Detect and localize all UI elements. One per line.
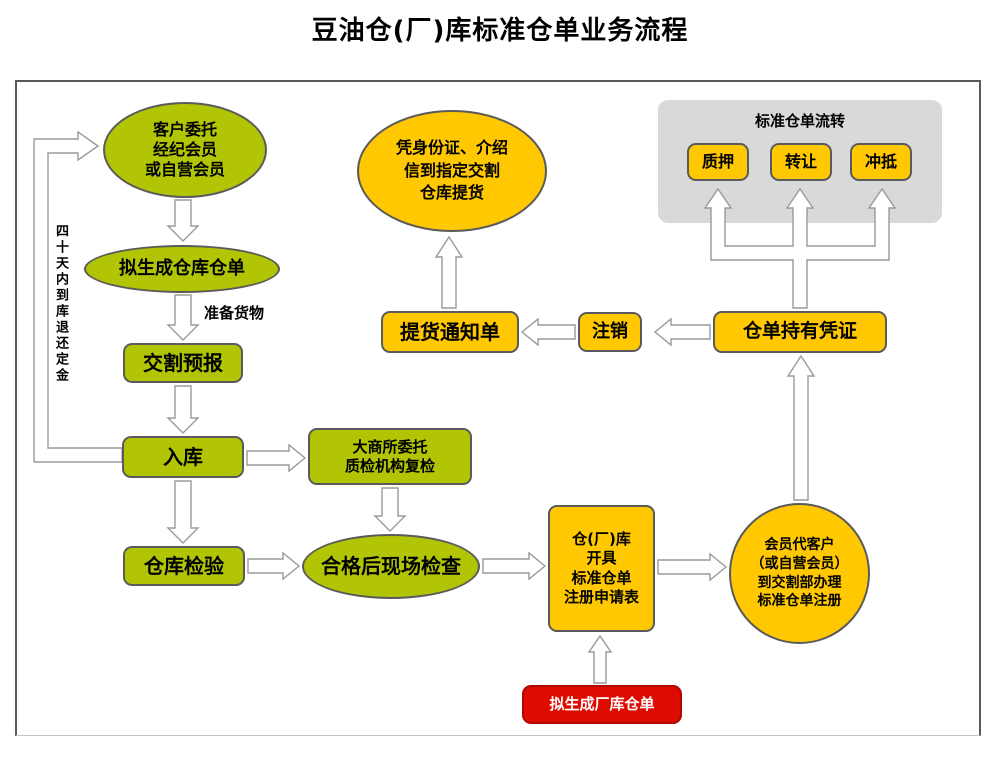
arrow-recheck-to-onsite — [373, 487, 407, 532]
node-onsite-check: 合格后现场检查 — [302, 534, 480, 599]
arrow-registration-to-member — [657, 552, 728, 582]
node-registration-form: 仓(厂)库 开具 标准仓单 注册申请表 — [548, 505, 655, 632]
node-holding-cert: 仓单持有凭证 — [713, 311, 887, 353]
node-member-register: 会员代客户 （或自营会员） 到交割部办理 标准仓单注册 — [729, 503, 870, 644]
node-pickup-goods: 凭身份证、介绍 信到指定交割 仓库提货 — [357, 110, 547, 232]
label-forty-days-note: 四十天内到库退还定金 — [53, 224, 68, 384]
node-warehouse-in: 入库 — [122, 436, 244, 478]
arrow-gen-receipt-to-forecast — [166, 294, 200, 341]
node-client-entrust: 客户委托 经纪会员 或自营会员 — [103, 102, 267, 198]
node-pledge: 质押 — [687, 143, 749, 181]
node-delivery-forecast: 交割预报 — [123, 343, 243, 383]
node-gen-warehouse-receipt: 拟生成仓库仓单 — [84, 245, 280, 293]
arrow-forecast-to-warehouse-in — [166, 385, 200, 434]
arrow-check-to-onsite — [247, 551, 301, 581]
node-warehouse-check: 仓库检验 — [123, 546, 245, 586]
diagram-title: 豆油仓(厂)库标准仓单业务流程 — [311, 16, 689, 46]
node-cancel: 注销 — [578, 312, 642, 352]
circulation-panel-title: 标准仓单流转 — [754, 112, 845, 130]
arrow-warehouse-in-to-check — [166, 480, 200, 544]
node-gen-factory-receipt: 拟生成厂库仓单 — [522, 685, 682, 724]
arrow-member-to-holding-cert — [786, 354, 816, 501]
arrow-trident-holding-cert-to-circulation — [703, 187, 897, 309]
arrow-onsite-to-registration — [482, 551, 547, 581]
arrow-pickup-notice-to-pickup-goods — [434, 235, 464, 309]
node-transfer: 转让 — [770, 143, 832, 181]
arrow-loop-warehouse-in-to-client — [33, 130, 123, 463]
arrow-factory-receipt-to-registration — [587, 634, 613, 684]
node-pickup-notice: 提货通知单 — [381, 311, 519, 353]
arrow-warehouse-in-to-recheck — [246, 443, 307, 473]
arrow-holding-cert-to-cancel — [653, 317, 711, 347]
node-offset: 冲抵 — [850, 143, 912, 181]
label-prepare-goods: 准备货物 — [204, 304, 265, 322]
node-recheck: 大商所委托 质检机构复检 — [308, 428, 472, 485]
arrow-cancel-to-pickup-notice — [520, 317, 576, 347]
arrow-client-to-gen-receipt — [166, 199, 200, 242]
